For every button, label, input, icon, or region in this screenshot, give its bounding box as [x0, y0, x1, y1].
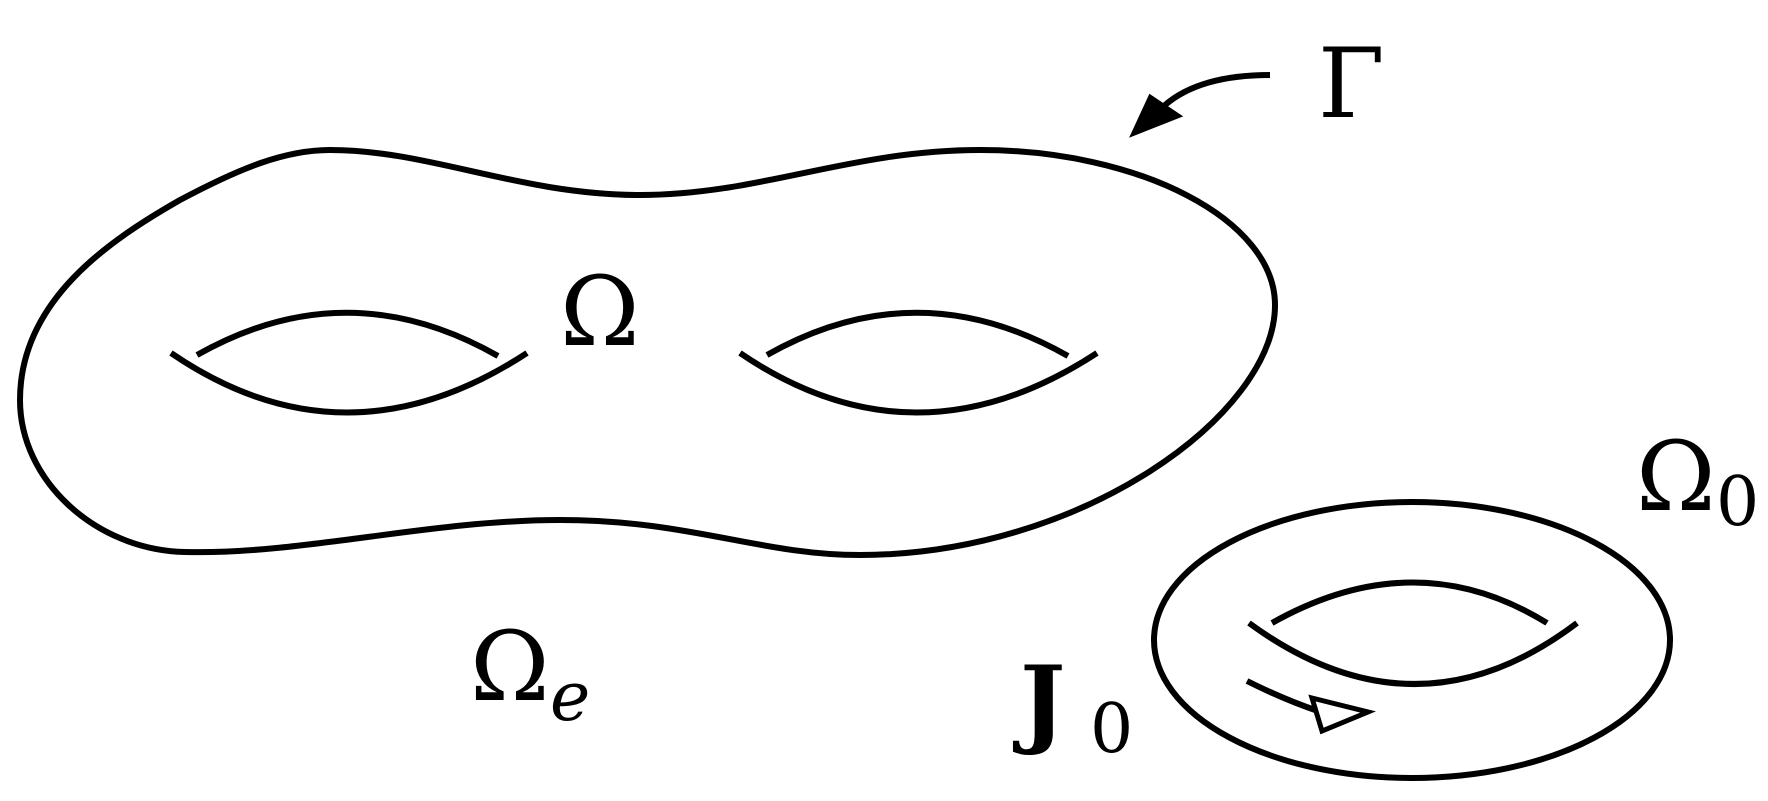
left-hole-lower-arc: [169, 350, 529, 416]
gamma-pointer-arrow: [1129, 72, 1271, 138]
torus-omega0-boundary: [1151, 499, 1673, 781]
current-arrow-shaft: [1245, 678, 1319, 714]
torus-hole: [1247, 579, 1579, 687]
gamma-label: Γ: [1318, 28, 1385, 140]
j0-main: J: [1012, 645, 1065, 758]
right-hole-upper-arc: [765, 309, 1070, 359]
torus-hole-lower-arc: [1247, 620, 1579, 687]
j0-subscript: 0: [1090, 690, 1133, 769]
omega-0-main: Ω: [1636, 421, 1716, 533]
left-hole-upper-arc: [195, 309, 500, 359]
current-arrow-head: [1308, 694, 1376, 735]
gamma-pointer-shaft: [1163, 72, 1271, 108]
omega-e-main: Ω: [470, 611, 550, 723]
omega-0-label: Ω 0: [1636, 421, 1759, 542]
current-arrow: [1245, 678, 1376, 735]
gamma-pointer-head: [1129, 93, 1184, 138]
j0-label: J 0: [1012, 645, 1133, 769]
right-hole-lower-arc: [738, 350, 1099, 416]
omega-e-label: Ω e: [470, 611, 590, 737]
right-hole: [738, 309, 1099, 416]
torus-hole-upper-arc: [1270, 579, 1549, 626]
omega-label: Ω: [560, 256, 640, 368]
left-hole: [169, 309, 529, 416]
omega-e-subscript: e: [550, 658, 590, 737]
domain-omega-boundary: [17, 147, 1278, 558]
omega-0-subscript: 0: [1716, 463, 1759, 542]
